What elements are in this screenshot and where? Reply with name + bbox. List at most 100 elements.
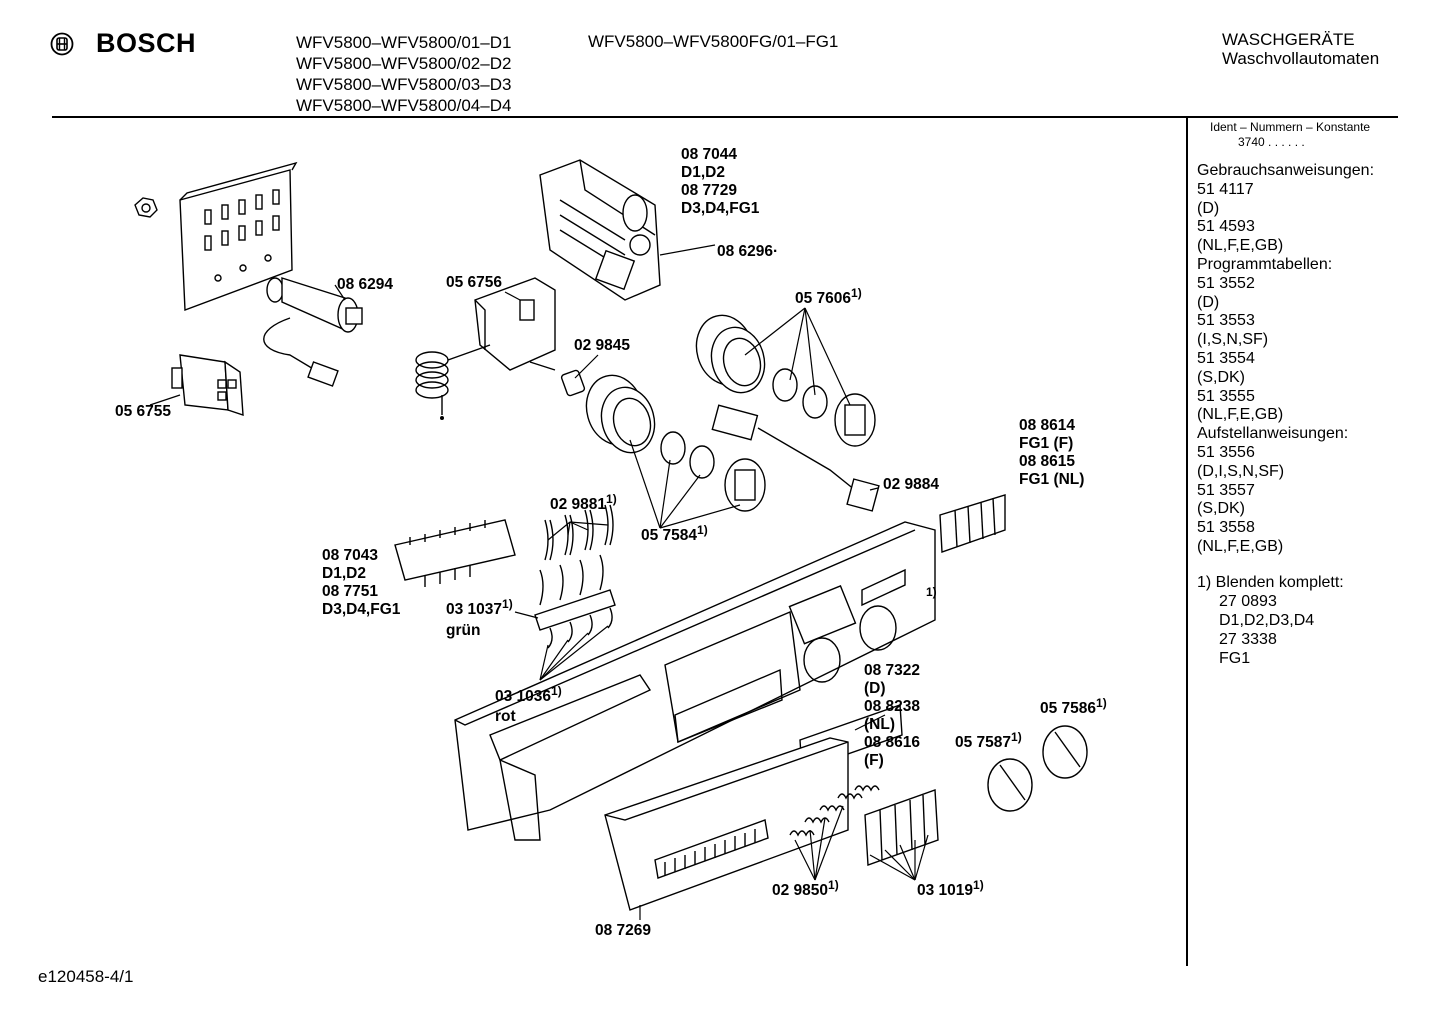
part-number: 02 9850 (772, 882, 829, 899)
part-label-line: 08 7751 (322, 583, 400, 601)
document-list-line: 51 3556 (1197, 443, 1255, 461)
part-number: (NL) (864, 716, 895, 733)
selector-knob-part (987, 725, 1088, 812)
document-list-line: 51 3558 (1197, 519, 1255, 537)
part-label-line: FG1 (NL) (1019, 471, 1084, 489)
footnote-title: 1) Blenden komplett: (1197, 574, 1344, 591)
part-number: 03 1037 (446, 601, 503, 618)
part-label: 05 6755 (115, 403, 171, 421)
part-label-line: 08 7043 (322, 547, 400, 565)
part-number: 02 9881 (550, 496, 607, 513)
part-number: 05 7586 (1040, 700, 1097, 717)
document-list-line: 51 3557 (1197, 481, 1255, 499)
category: WASCHGERÄTE Waschvollautomaten (1222, 30, 1379, 68)
footnote-marker: 1) (828, 878, 839, 892)
part-number: 05 6756 (446, 274, 503, 291)
part-label: 02 9884 (883, 476, 939, 494)
coupling-part (560, 369, 586, 397)
footnote: 1) Blenden komplett: 27 0893 D1,D2,D3,D4… (1197, 573, 1344, 668)
document-list-line: (NL,F,E,GB) (1197, 237, 1284, 255)
part-label-line: 08 8615 (1019, 453, 1084, 471)
footnote-marker: 1) (973, 878, 984, 892)
part-label: 05 75871) (955, 728, 1022, 752)
part-number: D3,D4,FG1 (681, 200, 760, 217)
knob-ring-part (585, 374, 656, 454)
part-label-line: 08 7269 (595, 922, 651, 940)
bosch-logo-icon (50, 32, 74, 55)
part-number: 08 8616 (864, 734, 921, 751)
ident-title: Ident – Nummern – Konstante (1210, 120, 1371, 134)
document-list-line: (S,DK) (1197, 500, 1245, 518)
part-number: 05 6755 (115, 403, 172, 420)
part-label-line: D1,D2 (322, 565, 400, 583)
part-label: 02 98501) (772, 876, 839, 900)
part-label-line: 02 9884 (883, 476, 939, 494)
part-number: D1,D2 (681, 164, 725, 181)
header-divider (52, 116, 1398, 118)
bracket-plate-part (179, 161, 298, 311)
part-label-line: 02 98501) (772, 876, 839, 900)
part-label: 03 10361) (495, 682, 562, 706)
part-number: (F) (864, 752, 884, 769)
leader-lines (149, 244, 929, 920)
document-list-line: Programmtabellen: (1197, 255, 1333, 273)
part-label: 03 10371) (446, 595, 513, 619)
connector-cable-part (711, 404, 880, 512)
part-label-line: FG1 (F) (1019, 435, 1084, 453)
programmer-motor-part (539, 159, 661, 301)
category-subtitle: Waschvollautomaten (1222, 49, 1380, 68)
part-number: 08 6296· (717, 243, 779, 260)
category-title: WASCHGERÄTE (1222, 30, 1355, 49)
nut-part (134, 197, 158, 218)
part-label-line: (F) (864, 752, 920, 770)
part-number: 05 7606 (795, 290, 852, 307)
part-number: FG1 (NL) (1019, 471, 1085, 488)
drawer-front-part (604, 737, 849, 911)
part-number: 02 9845 (574, 337, 631, 354)
brand-header: BOSCH (50, 28, 196, 59)
document-list-line: (D) (1197, 199, 1220, 217)
part-label-line: (NL) (864, 716, 920, 734)
part-label-line: 08 8616 (864, 734, 920, 752)
part-label-line: rot (495, 708, 516, 726)
part-label-line: 08 7044 (681, 146, 759, 164)
footnote-line: D1,D2,D3,D4 (1219, 612, 1315, 629)
part-label: 08 6294 (337, 276, 393, 294)
washer-part (660, 368, 828, 479)
part-label-line: 02 9845 (574, 337, 630, 355)
document-list-line: 51 3555 (1197, 387, 1255, 405)
part-number: 08 8614 (1019, 417, 1076, 434)
part-label-line: 05 75841) (641, 521, 708, 545)
part-label: 03 10191) (917, 876, 984, 900)
part-number: 08 8615 (1019, 453, 1076, 470)
part-number: 08 7043 (322, 547, 379, 564)
part-label-line: 08 6296· (717, 243, 778, 261)
ident-block: Ident – Nummern – Konstante 3740 . . . .… (1210, 120, 1370, 150)
part-label-line: grün (446, 622, 480, 640)
document-list-line: 51 3553 (1197, 312, 1255, 330)
model-fg: WFV5800–WFV5800FG/01–FG1 (588, 32, 839, 51)
part-label-line: 08 7729 (681, 182, 759, 200)
footnote-marker: 1) (1011, 730, 1022, 744)
part-label-line: 03 10371) (446, 595, 513, 619)
document-list-line: (NL,F,E,GB) (1197, 406, 1284, 424)
part-number: 05 7584 (641, 527, 698, 544)
transformer-part (171, 354, 244, 416)
part-label: 08 6296· (717, 243, 778, 261)
document-list-line: (D) (1197, 293, 1220, 311)
exploded-diagram (134, 159, 1088, 920)
capacitor-part (263, 277, 363, 387)
knob-core-part (724, 393, 876, 512)
document-list-line: 51 4117 (1197, 180, 1254, 198)
part-label-line: 1) (926, 583, 937, 607)
part-label: 1) (926, 583, 937, 607)
part-label: 02 98811) (550, 490, 617, 514)
fascia-panel-part (454, 521, 936, 841)
part-label: 08 7322(D)08 8238(NL)08 8616(F) (864, 662, 920, 770)
part-number: 08 7729 (681, 182, 738, 199)
footnote-line: 27 3338 (1219, 631, 1277, 648)
part-label-line: 05 75871) (955, 728, 1022, 752)
brand-name: BOSCH (96, 28, 197, 58)
part-number: 08 6294 (337, 276, 394, 293)
part-label: 05 6756 (446, 274, 502, 292)
